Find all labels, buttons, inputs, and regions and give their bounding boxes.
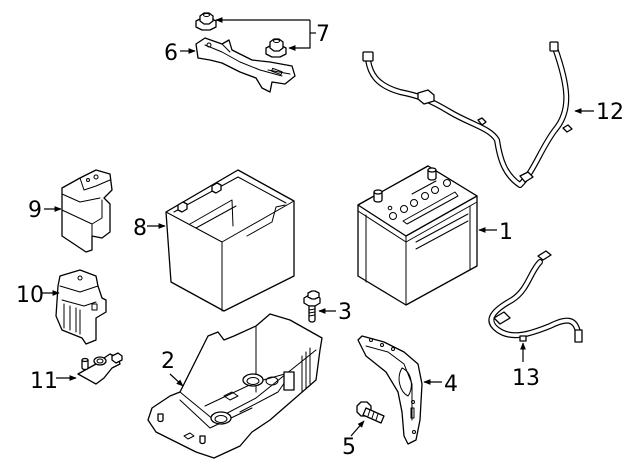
callout-5: 5 <box>342 420 365 460</box>
callout-9: 9 <box>28 198 62 223</box>
callout-3-label: 3 <box>338 300 352 325</box>
bracket-bolt[interactable] <box>356 401 385 424</box>
fuse-block[interactable] <box>55 269 107 345</box>
callout-1-label: 1 <box>499 220 513 245</box>
battery-insulator-box[interactable] <box>165 169 295 312</box>
callout-8: 8 <box>133 216 166 241</box>
callout-5-label: 5 <box>342 435 356 460</box>
callout-10-label: 10 <box>16 283 44 308</box>
callout-13: 13 <box>512 342 540 391</box>
callout-7: 7 <box>215 17 330 51</box>
callout-6: 6 <box>164 41 196 66</box>
callout-3: 3 <box>318 300 352 325</box>
battery-tray[interactable] <box>147 313 323 459</box>
callout-1: 1 <box>478 220 513 245</box>
callout-10: 10 <box>16 283 60 308</box>
callout-9-label: 9 <box>28 198 42 223</box>
callout-12: 12 <box>574 100 624 125</box>
callout-13-label: 13 <box>512 366 540 391</box>
callout-11-label: 11 <box>30 369 58 394</box>
terminal-cover[interactable] <box>61 169 113 253</box>
callout-12-label: 12 <box>596 100 624 125</box>
callout-2-label: 2 <box>161 349 175 374</box>
hold-down-nut-bottom[interactable] <box>265 38 287 58</box>
callout-4-label: 4 <box>444 372 458 397</box>
callout-6-label: 6 <box>164 41 178 66</box>
battery-cable[interactable] <box>362 41 573 188</box>
hold-down-nut-top[interactable] <box>195 12 217 31</box>
sensor-wire-harness[interactable] <box>488 250 583 343</box>
support-bracket[interactable] <box>357 335 423 445</box>
callout-8-label: 8 <box>133 216 147 241</box>
battery[interactable] <box>357 165 478 306</box>
callout-4: 4 <box>423 372 458 397</box>
callout-11: 11 <box>30 369 77 394</box>
terminal-clamp[interactable] <box>77 352 123 385</box>
hold-down-bracket[interactable] <box>195 37 296 93</box>
callout-7-label: 7 <box>316 22 330 47</box>
tray-bolt[interactable] <box>303 290 321 323</box>
callout-2: 2 <box>161 349 184 387</box>
